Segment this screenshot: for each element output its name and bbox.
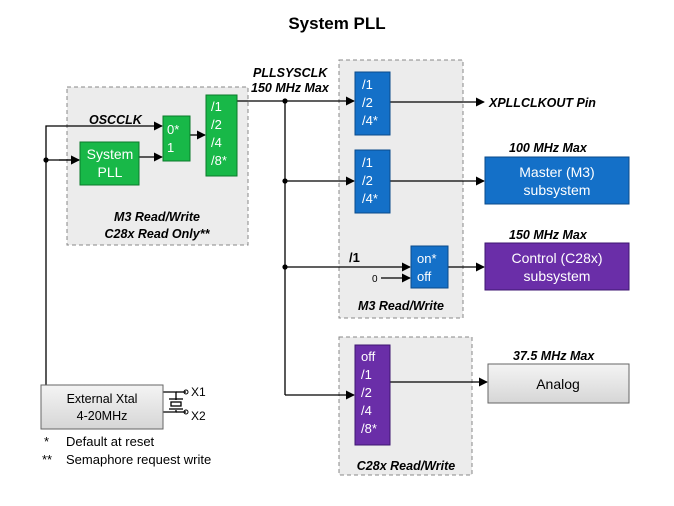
x2-label: X2: [191, 409, 206, 423]
master-line2: subsystem: [524, 182, 591, 198]
divider-option: /2: [361, 385, 372, 400]
sysclk-divider-options: /1 /2 /4 /8*: [211, 99, 227, 168]
gate-option-off: off: [417, 269, 432, 284]
page-title: System PLL: [288, 14, 385, 33]
master-max-label: 100 MHz Max: [509, 141, 588, 155]
control-subsystem-block: [484, 242, 630, 291]
divider-option: /8*: [211, 153, 227, 168]
divider-option: /2: [362, 173, 373, 188]
master-line1: Master (M3): [519, 164, 594, 180]
one-input-label: /1: [349, 250, 360, 265]
divider-option: /4: [361, 403, 372, 418]
m3-rw-left-label: M3 Read/Write: [114, 210, 200, 224]
xclk-divider-block: [354, 71, 391, 136]
divider-option: off: [361, 349, 376, 364]
x1-pin: [183, 389, 189, 395]
system-pll-line2: PLL: [98, 164, 123, 180]
junction-dot: [43, 157, 49, 163]
divider-option: /2: [362, 95, 373, 110]
mux-opt-0: 0*: [167, 122, 179, 137]
divider-option: /1: [361, 367, 372, 382]
divider-option: /1: [362, 77, 373, 92]
x2-pin: [183, 409, 189, 415]
footnote-mark: **: [42, 452, 52, 467]
c28x-rw-label: C28x Read/Write: [357, 459, 455, 473]
divider-option: /2: [211, 117, 222, 132]
divider-option: /4: [211, 135, 222, 150]
x1-label: X1: [191, 385, 206, 399]
junction-dot: [282, 264, 288, 270]
oscclk-label: OSCCLK: [89, 113, 143, 127]
xtal-line2: 4-20MHz: [77, 409, 128, 423]
system-pll-block: [79, 141, 140, 186]
footnote-text: Default at reset: [66, 434, 155, 449]
analog-label: Analog: [536, 376, 580, 392]
control-line2: subsystem: [524, 268, 591, 284]
master-divider-block: [354, 149, 391, 214]
analog-block: [487, 363, 630, 404]
sysclk-divider-block: [205, 94, 238, 177]
divider-option: /1: [211, 99, 222, 114]
c28x-ro-label: C28x Read Only**: [105, 227, 211, 241]
divider-option: /1: [362, 155, 373, 170]
zero-input-label: 0: [372, 274, 378, 285]
junction-dot: [282, 98, 288, 104]
xtal-line1: External Xtal: [67, 392, 138, 406]
external-xtal-block: [40, 384, 164, 430]
control-max-label: 150 MHz Max: [509, 228, 588, 242]
divider-option: /8*: [361, 421, 377, 436]
footnote-mark: *: [44, 434, 49, 449]
control-line1: Control (C28x): [511, 250, 602, 266]
master-subsystem-block: [484, 156, 630, 205]
analog-max-label: 37.5 MHz Max: [513, 349, 595, 363]
system-pll-line1: System: [87, 146, 134, 162]
m3-rw-right-label: M3 Read/Write: [358, 299, 444, 313]
pllsysclk-max-label: 150 MHz Max: [251, 81, 330, 95]
xpllclkout-label: XPLLCLKOUT Pin: [488, 96, 596, 110]
mux-opt-1: 1: [167, 140, 174, 155]
crystal-icon: [169, 398, 183, 410]
pllsysclk-label: PLLSYSCLK: [253, 66, 328, 80]
gate-option-on: on*: [417, 251, 437, 266]
control-gate-block: [410, 245, 449, 289]
junction-dot: [282, 178, 288, 184]
wires: [45, 96, 488, 413]
footnote-text: Semaphore request write: [66, 452, 211, 467]
divider-option: /4*: [362, 113, 378, 128]
divider-option: /4*: [362, 191, 378, 206]
analog-divider-block: [354, 344, 391, 446]
osc-mux-block: [162, 115, 191, 162]
